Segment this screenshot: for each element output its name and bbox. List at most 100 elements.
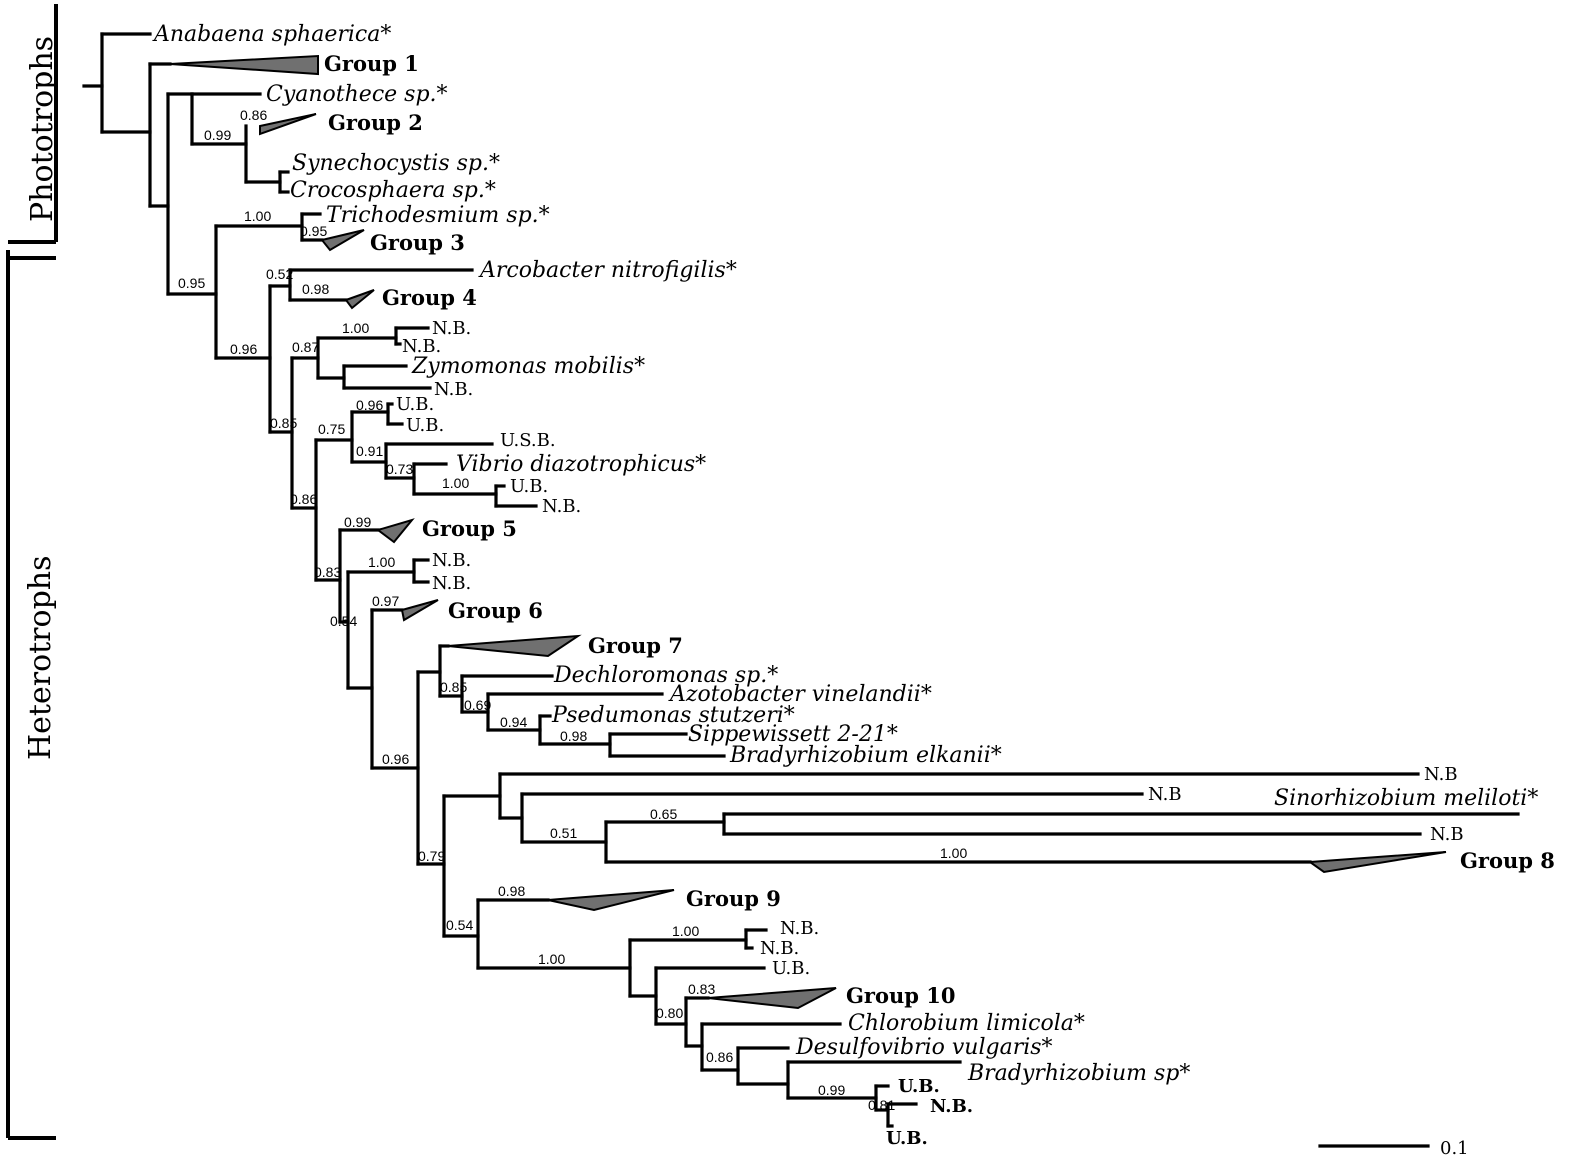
taxon-label: N.B. bbox=[432, 318, 471, 339]
support-value: 0.99 bbox=[818, 1082, 845, 1098]
taxon-label: U.B. bbox=[898, 1076, 940, 1097]
support-value: 0.52 bbox=[266, 266, 293, 282]
group-label: Group 4 bbox=[382, 285, 477, 310]
group-label: Group 2 bbox=[328, 110, 423, 135]
taxon-label: U.B. bbox=[510, 476, 548, 497]
taxon-label: U.B. bbox=[406, 415, 444, 436]
scale-bar: 0.1 bbox=[1318, 1138, 1469, 1159]
taxon-label: Anabaena sphaerica* bbox=[152, 22, 391, 47]
support-value: 0.79 bbox=[418, 848, 445, 864]
taxon-label: N.B. bbox=[780, 918, 819, 939]
taxon-labels: Anabaena sphaerica* Cyanothece sp.* Syne… bbox=[152, 22, 1538, 1149]
support-value: 0.85 bbox=[440, 679, 467, 695]
group-5-clade bbox=[375, 518, 415, 544]
taxon-label: N.B. bbox=[432, 550, 471, 571]
taxon-label: Bradyrhizobium elkanii* bbox=[729, 743, 1002, 768]
taxon-label: N.B bbox=[1430, 824, 1464, 845]
support-value: 0.94 bbox=[500, 714, 527, 730]
taxon-label: U.B. bbox=[886, 1128, 928, 1149]
support-value: 0.91 bbox=[356, 443, 383, 459]
taxon-label: Cyanothece sp.* bbox=[266, 82, 448, 107]
taxon-label: Synechocystis sp.* bbox=[292, 151, 500, 176]
group-1-clade bbox=[169, 54, 319, 76]
phototrophs-bracket bbox=[8, 4, 58, 244]
taxon-label: U.S.B. bbox=[500, 430, 556, 451]
support-value: 1.00 bbox=[442, 475, 469, 491]
taxon-label: Psedumonas stutzeri* bbox=[551, 703, 795, 728]
taxon-label: Trichodesmium sp.* bbox=[326, 203, 550, 228]
group-9-clade bbox=[547, 889, 675, 912]
group-3-clade bbox=[320, 229, 365, 252]
support-value: 0.51 bbox=[550, 825, 577, 841]
support-value: 0.73 bbox=[386, 461, 413, 477]
taxon-label: U.B. bbox=[396, 394, 434, 415]
group-label: Group 10 bbox=[846, 983, 956, 1008]
support-value: 1.00 bbox=[244, 208, 271, 224]
taxon-label: Desulfovibrio vulgaris* bbox=[795, 1035, 1053, 1060]
support-value: 0.83 bbox=[688, 981, 715, 997]
support-value: 0.83 bbox=[314, 564, 341, 580]
heterotrophs-label: Heterotrophs bbox=[23, 555, 58, 760]
taxon-label: N.B. bbox=[542, 496, 581, 517]
group-labels: Group 1 Group 2 Group 3 Group 4 Group 5 … bbox=[324, 51, 1555, 1008]
support-value: 1.00 bbox=[342, 320, 369, 336]
support-value: 0.98 bbox=[560, 728, 587, 744]
support-value: 0.95 bbox=[300, 223, 327, 239]
group-7-clade bbox=[447, 634, 582, 658]
support-value: 0.86 bbox=[290, 491, 317, 507]
group-8-clade bbox=[1307, 851, 1447, 874]
support-value: 0.87 bbox=[292, 339, 319, 355]
taxon-label: Chlorobium limicola* bbox=[848, 1011, 1085, 1036]
group-2-clade bbox=[259, 113, 317, 136]
support-value: 0.99 bbox=[344, 514, 371, 530]
support-values: 0.86 0.99 1.00 0.95 0.95 0.52 0.98 0.96 … bbox=[178, 107, 967, 1113]
group-label: Group 3 bbox=[370, 230, 465, 255]
support-value: 0.98 bbox=[498, 883, 525, 899]
group-6-clade bbox=[400, 599, 439, 622]
group-label: Group 1 bbox=[324, 51, 419, 76]
tree-branches bbox=[82, 32, 1520, 1128]
taxon-label: Vibrio diazotrophicus* bbox=[456, 452, 706, 477]
support-value: 0.85 bbox=[270, 415, 297, 431]
taxon-label: N.B. bbox=[760, 938, 799, 959]
taxon-label: N.B. bbox=[432, 573, 471, 594]
group-4-clade bbox=[344, 289, 375, 310]
support-value: 0.99 bbox=[204, 127, 231, 143]
scale-bar-label: 0.1 bbox=[1440, 1138, 1469, 1159]
taxon-label: N.B. bbox=[402, 336, 441, 357]
support-value: 1.00 bbox=[538, 951, 565, 967]
taxon-label: Azotobacter vinelandii* bbox=[668, 682, 932, 707]
support-value: 0.96 bbox=[356, 397, 383, 413]
collapsed-clades bbox=[169, 54, 1447, 1010]
support-value: 0.86 bbox=[706, 1049, 733, 1065]
phototrophs-label: Phototrophs bbox=[25, 36, 60, 222]
taxon-label: Crocosphaera sp.* bbox=[290, 178, 496, 203]
support-value: 0.96 bbox=[382, 751, 409, 767]
group-label: Group 7 bbox=[588, 633, 683, 658]
support-value: 0.80 bbox=[656, 1005, 683, 1021]
support-value: 0.97 bbox=[372, 593, 399, 609]
taxon-label: N.B bbox=[1424, 764, 1458, 785]
group-label: Group 5 bbox=[422, 516, 517, 541]
support-value: 0.95 bbox=[178, 275, 205, 291]
support-value: 0.65 bbox=[650, 806, 677, 822]
group-label: Group 6 bbox=[448, 598, 543, 623]
group-label: Group 8 bbox=[1460, 848, 1555, 873]
support-value: 1.00 bbox=[672, 923, 699, 939]
support-value: 0.54 bbox=[446, 917, 473, 933]
support-value: 0.75 bbox=[318, 421, 345, 437]
taxon-label: Sinorhizobium meliloti* bbox=[1274, 786, 1538, 811]
support-value: 0.86 bbox=[240, 107, 267, 123]
taxon-label: U.B. bbox=[772, 958, 810, 979]
support-value: 1.00 bbox=[368, 554, 395, 570]
support-value: 1.00 bbox=[940, 845, 967, 861]
taxon-label: Bradyrhizobium sp* bbox=[967, 1061, 1190, 1086]
taxon-label: N.B bbox=[1148, 784, 1182, 805]
support-value: 0.96 bbox=[230, 341, 257, 357]
taxon-label: N.B. bbox=[930, 1096, 973, 1117]
support-value: 0.54 bbox=[330, 613, 357, 629]
taxon-label: Dechloromonas sp.* bbox=[553, 663, 778, 688]
support-value: 0.69 bbox=[464, 697, 491, 713]
taxon-label: N.B. bbox=[434, 379, 473, 400]
